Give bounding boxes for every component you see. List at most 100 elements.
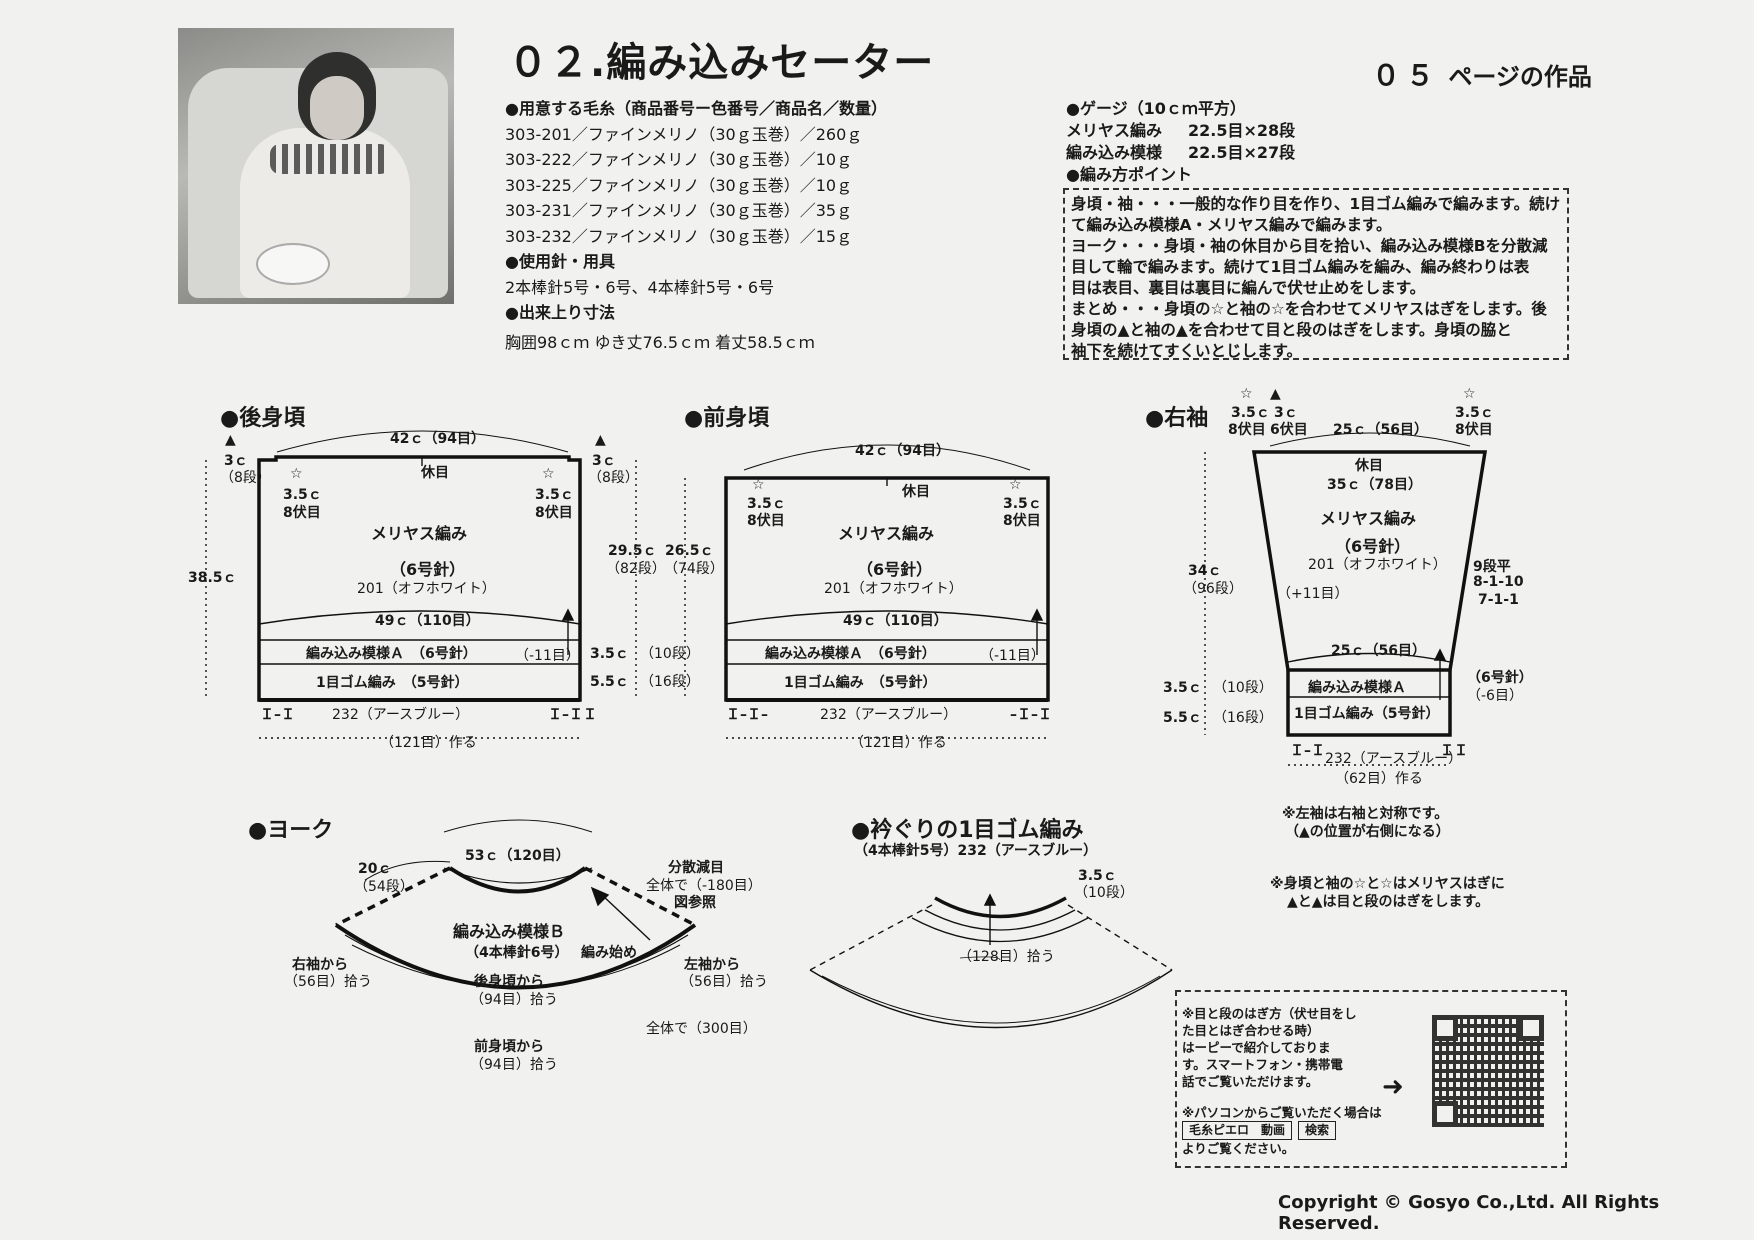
back-star-c-right: 3.5ｃ xyxy=(535,487,574,503)
copyright: Copyright © Gosyo Co.,Ltd. All Rights Re… xyxy=(1278,1192,1660,1234)
yoke-l-sleeve: 左袖から xyxy=(684,957,740,973)
back-side-r-left: （8段） xyxy=(220,470,271,486)
yarn-line: 303-201／ファインメリノ（30ｇ玉巻）／260ｇ xyxy=(505,124,863,144)
yoke-front2: （94目）拾う xyxy=(470,1057,558,1073)
sleeve-star-left: ☆ xyxy=(1240,386,1253,402)
yarn-heading: ●用意する毛糸（商品番号ー色番号／商品名／数量） xyxy=(505,99,887,118)
sleeve-rest: 休目 xyxy=(1355,458,1383,474)
size-heading: ●出来上り寸法 xyxy=(505,303,615,322)
yoke-front: 前身頃から xyxy=(474,1039,544,1055)
front-rib-sym-right: –Ｉ–Ｉ xyxy=(1010,707,1052,723)
front-star-right: ☆ xyxy=(1009,477,1022,493)
sleeve-top-l-c: 3.5ｃ xyxy=(1231,405,1270,421)
back-needle: （6号針） xyxy=(390,560,466,579)
yoke-r-sleeve2: （56目）拾う xyxy=(284,974,372,990)
front-star-c-left: 3.5ｃ xyxy=(747,496,786,512)
back-outline xyxy=(257,455,582,702)
back-star-c-left: 3.5ｃ xyxy=(283,487,322,503)
back-body-h: 29.5ｃ xyxy=(608,543,657,559)
page-ref-label: ページの作品 xyxy=(1448,63,1592,91)
front-patA: 編み込み模様Ａ （6号針） xyxy=(765,646,936,662)
front-width49: 49ｃ（110目） xyxy=(843,613,948,629)
search-button[interactable]: 検索 xyxy=(1298,1121,1337,1140)
front-title: ●前身頃 xyxy=(684,406,770,431)
neck-sub: （4本棒針5号）232（アースブルー） xyxy=(854,843,1098,859)
gauge-heading: ●ゲージ（10ｃｍ平方） xyxy=(1066,99,1246,118)
qr-code[interactable] xyxy=(1432,1015,1544,1127)
front-needle: （6号針） xyxy=(857,560,933,579)
page-ref-number: ０５ xyxy=(1372,59,1441,92)
neck-pick: （128目）拾う xyxy=(958,949,1055,965)
sleeve-top-m-r: 6伏目 xyxy=(1270,422,1308,438)
points-line: 目は表目、裏目は裏目に編んで伏せ止めをします。 xyxy=(1071,279,1426,297)
points-line: て編み込み模様A・メリヤス編みで編みます。 xyxy=(1071,216,1392,234)
sleeve-rib-sym-left: Ｉ–Ｉ xyxy=(1290,743,1325,759)
sleeve-ab-h: 3.5ｃ xyxy=(1163,680,1202,696)
sleeve-dec: （-6目） xyxy=(1467,688,1523,704)
back-side-c-right: 3ｃ xyxy=(592,453,616,469)
sleeve-shaping-1: 9段平 xyxy=(1473,559,1511,575)
back-width49: 49ｃ（110目） xyxy=(375,613,480,629)
back-cast-color: 232（アースブルー） xyxy=(332,707,470,723)
front-stitch: メリヤス編み xyxy=(838,524,935,543)
seam-note-1: ※身頃と袖の☆と☆はメリヤスはぎに xyxy=(1270,876,1505,892)
yoke-left-r: （54段） xyxy=(354,879,414,895)
front-body-h: 26.5ｃ xyxy=(665,543,714,559)
back-top-width: 42ｃ（94目） xyxy=(390,431,485,447)
sleeve-rib-r: （16段） xyxy=(1213,710,1273,726)
back-rib-r: （16段） xyxy=(640,674,700,690)
sleeve-inc: （+11目） xyxy=(1277,586,1349,602)
sleeve-needle: （6号針） xyxy=(1335,537,1411,556)
back-body-r: （82段） xyxy=(606,561,666,577)
sleeve-height-r: （96段） xyxy=(1183,581,1243,597)
sleeve-note-2: （▲の位置が右側になる） xyxy=(1285,824,1450,840)
yoke-title: ●ヨーク xyxy=(248,818,334,843)
search-term-box: 毛糸ピエロ 動画 xyxy=(1182,1121,1293,1140)
yarn-line: 303-231／ファインメリノ（30ｇ玉巻）／35ｇ xyxy=(505,201,853,220)
back-star-left: ☆ xyxy=(290,466,303,482)
back-side-c-left: 3ｃ xyxy=(224,453,248,469)
sleeve-shaping-2: 8-1-10 xyxy=(1473,574,1524,590)
back-cast: （121目）作る xyxy=(380,735,477,751)
materials-block: ●用意する毛糸（商品番号ー色番号／商品名／数量） 303-201／ファインメリノ… xyxy=(505,96,925,355)
sleeve-note-1: ※左袖は右袖と対称です。 xyxy=(1282,806,1449,822)
yoke-l-sleeve2: （56目）拾う xyxy=(680,974,768,990)
video-info-text: ※目と段のはぎ方（伏せ目をした目とはぎ合わせる時）はーピーで紹介しております。ス… xyxy=(1182,1006,1357,1089)
sleeve-ab-r: （10段） xyxy=(1213,680,1273,696)
yoke-total: 全体で（300目） xyxy=(646,1021,757,1037)
front-body-r: （74段） xyxy=(664,561,724,577)
sleeve-cast: （62目）作る xyxy=(1335,771,1423,787)
points-line: 目して輪で編みます。続けて1目ゴム編みを編み、編み終わりは表 xyxy=(1071,258,1530,276)
sleeve-tri: ▲ xyxy=(1270,386,1281,402)
yoke-needle: （4本棒針6号） xyxy=(465,945,569,961)
yarn-line: 303-232／ファインメリノ（30ｇ玉巻）／15ｇ xyxy=(505,226,853,246)
back-ab-r: （10段） xyxy=(640,646,700,662)
yoke-back: 後身頃から xyxy=(474,974,544,990)
back-rib-sym-right: Ｉ–ＩＩ xyxy=(548,707,597,723)
yoke-pat: 編み込み模様Ｂ xyxy=(453,922,566,941)
sleeve-rib: 1目ゴム編み（5号針） xyxy=(1294,706,1440,722)
sleeve-top-l-r: 8伏目 xyxy=(1228,422,1266,438)
back-star-r-right: 8伏目 xyxy=(535,505,573,521)
yoke-dec1: 分散減目 xyxy=(668,860,724,876)
front-rest: 休目 xyxy=(902,484,930,500)
back-rib-h: 5.5ｃ xyxy=(590,674,629,690)
neck-title: ●衿ぐりの1目ゴム編み xyxy=(851,818,1084,843)
sleeve-star-right: ☆ xyxy=(1463,386,1476,402)
points-line: 袖下を続けてすくいとじします。 xyxy=(1071,342,1302,360)
sleeve-top-r-r: 8伏目 xyxy=(1455,422,1493,438)
sleeve-shaping-3: 7-1-1 xyxy=(1478,592,1519,608)
points-line: まとめ・・・身頃の☆と袖の☆を合わせてメリヤスはぎをします。後 xyxy=(1071,300,1547,318)
sleeve-color: 201（オフホワイト） xyxy=(1308,557,1447,573)
sleeve-stitch: メリヤス編み xyxy=(1320,509,1417,528)
back-rib: 1目ゴム編み （5号針） xyxy=(316,675,469,691)
yarn-line: 303-222／ファインメリノ（30ｇ玉巻）／10ｇ xyxy=(505,150,853,169)
arrow-right-icon: ➜ xyxy=(1382,1072,1404,1102)
sleeve-bottom-w: 25ｃ（56目） xyxy=(1331,643,1426,659)
front-color: 201（オフホワイト） xyxy=(824,581,963,597)
yoke-top: 53ｃ（120目） xyxy=(465,848,570,864)
sleeve-top-w: 25ｃ（56目） xyxy=(1333,422,1428,438)
